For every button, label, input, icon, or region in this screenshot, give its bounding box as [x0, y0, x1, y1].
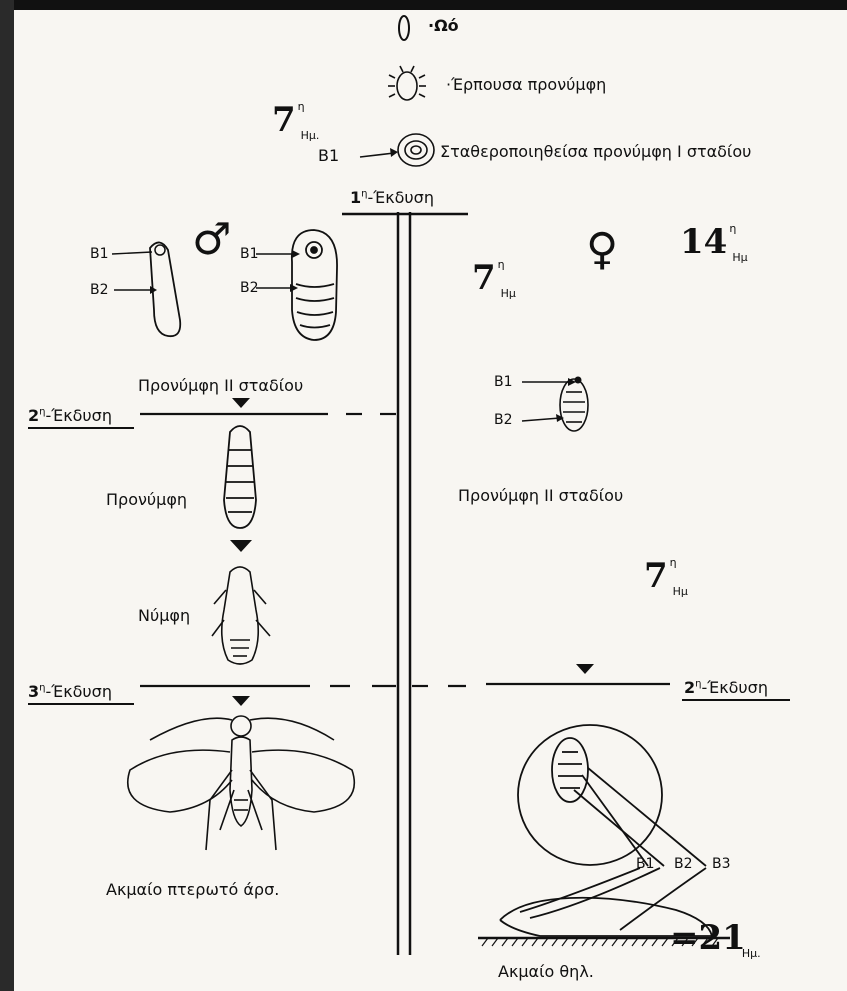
male-b2-b: B2 — [240, 280, 259, 296]
egg-label: ·Ωό — [428, 16, 459, 35]
female-scale-shape — [518, 725, 706, 866]
female-stage2-shape — [560, 379, 588, 431]
male-nymph-large — [292, 230, 337, 340]
shell-b2: B2 — [674, 856, 693, 872]
male-second-molt-label: 2η-Έκδυση — [28, 406, 112, 425]
female-b2: B2 — [494, 412, 513, 428]
male-adult-label: Ακμαίο πτερωτό άρσ. — [106, 880, 279, 899]
pupa-shape — [212, 567, 270, 664]
prepupa-shape — [224, 426, 256, 528]
male-symbol: ♂ — [192, 218, 231, 262]
male-b1-a: B1 — [90, 246, 109, 262]
pupa-label: Νύμφη — [138, 606, 190, 625]
shell-b1: B1 — [636, 856, 655, 872]
prepupa-label: Προνύμφη — [106, 490, 187, 509]
male-b2-a: B2 — [90, 282, 109, 298]
male-b1-b: B1 — [240, 246, 259, 262]
day-marker-final: =21Ημ. — [670, 918, 761, 960]
crawler-shape — [388, 66, 426, 100]
female-second-molt-label: 2η-Έκδυση — [684, 678, 768, 697]
female-symbol: ♀ — [586, 228, 618, 272]
first-molt-label: 1η-Έκδυση — [350, 188, 434, 207]
male-third-molt-label: 3η-Έκδυση — [28, 682, 112, 701]
settled-label: Σταθεροποιηθείσα προνύμφη Ι σταδίου — [440, 142, 751, 161]
female-stage2-label: Προνύμφη ΙΙ σταδίου — [458, 486, 623, 505]
female-b1: B1 — [494, 374, 513, 390]
settled-b1-label: B1 — [318, 146, 339, 165]
settled-nymph-shape — [398, 134, 434, 166]
shell-b3: B3 — [712, 856, 731, 872]
egg-shape — [399, 16, 409, 40]
female-adult-label: Ακμαίο θηλ. — [498, 962, 594, 981]
arrow-down — [232, 398, 250, 408]
male-stage2-label: Προνύμφη ΙΙ σταδίου — [138, 376, 303, 395]
crawler-label: ·Έρπουσα προνύμφη — [446, 75, 606, 94]
winged-male-shape — [128, 716, 355, 850]
